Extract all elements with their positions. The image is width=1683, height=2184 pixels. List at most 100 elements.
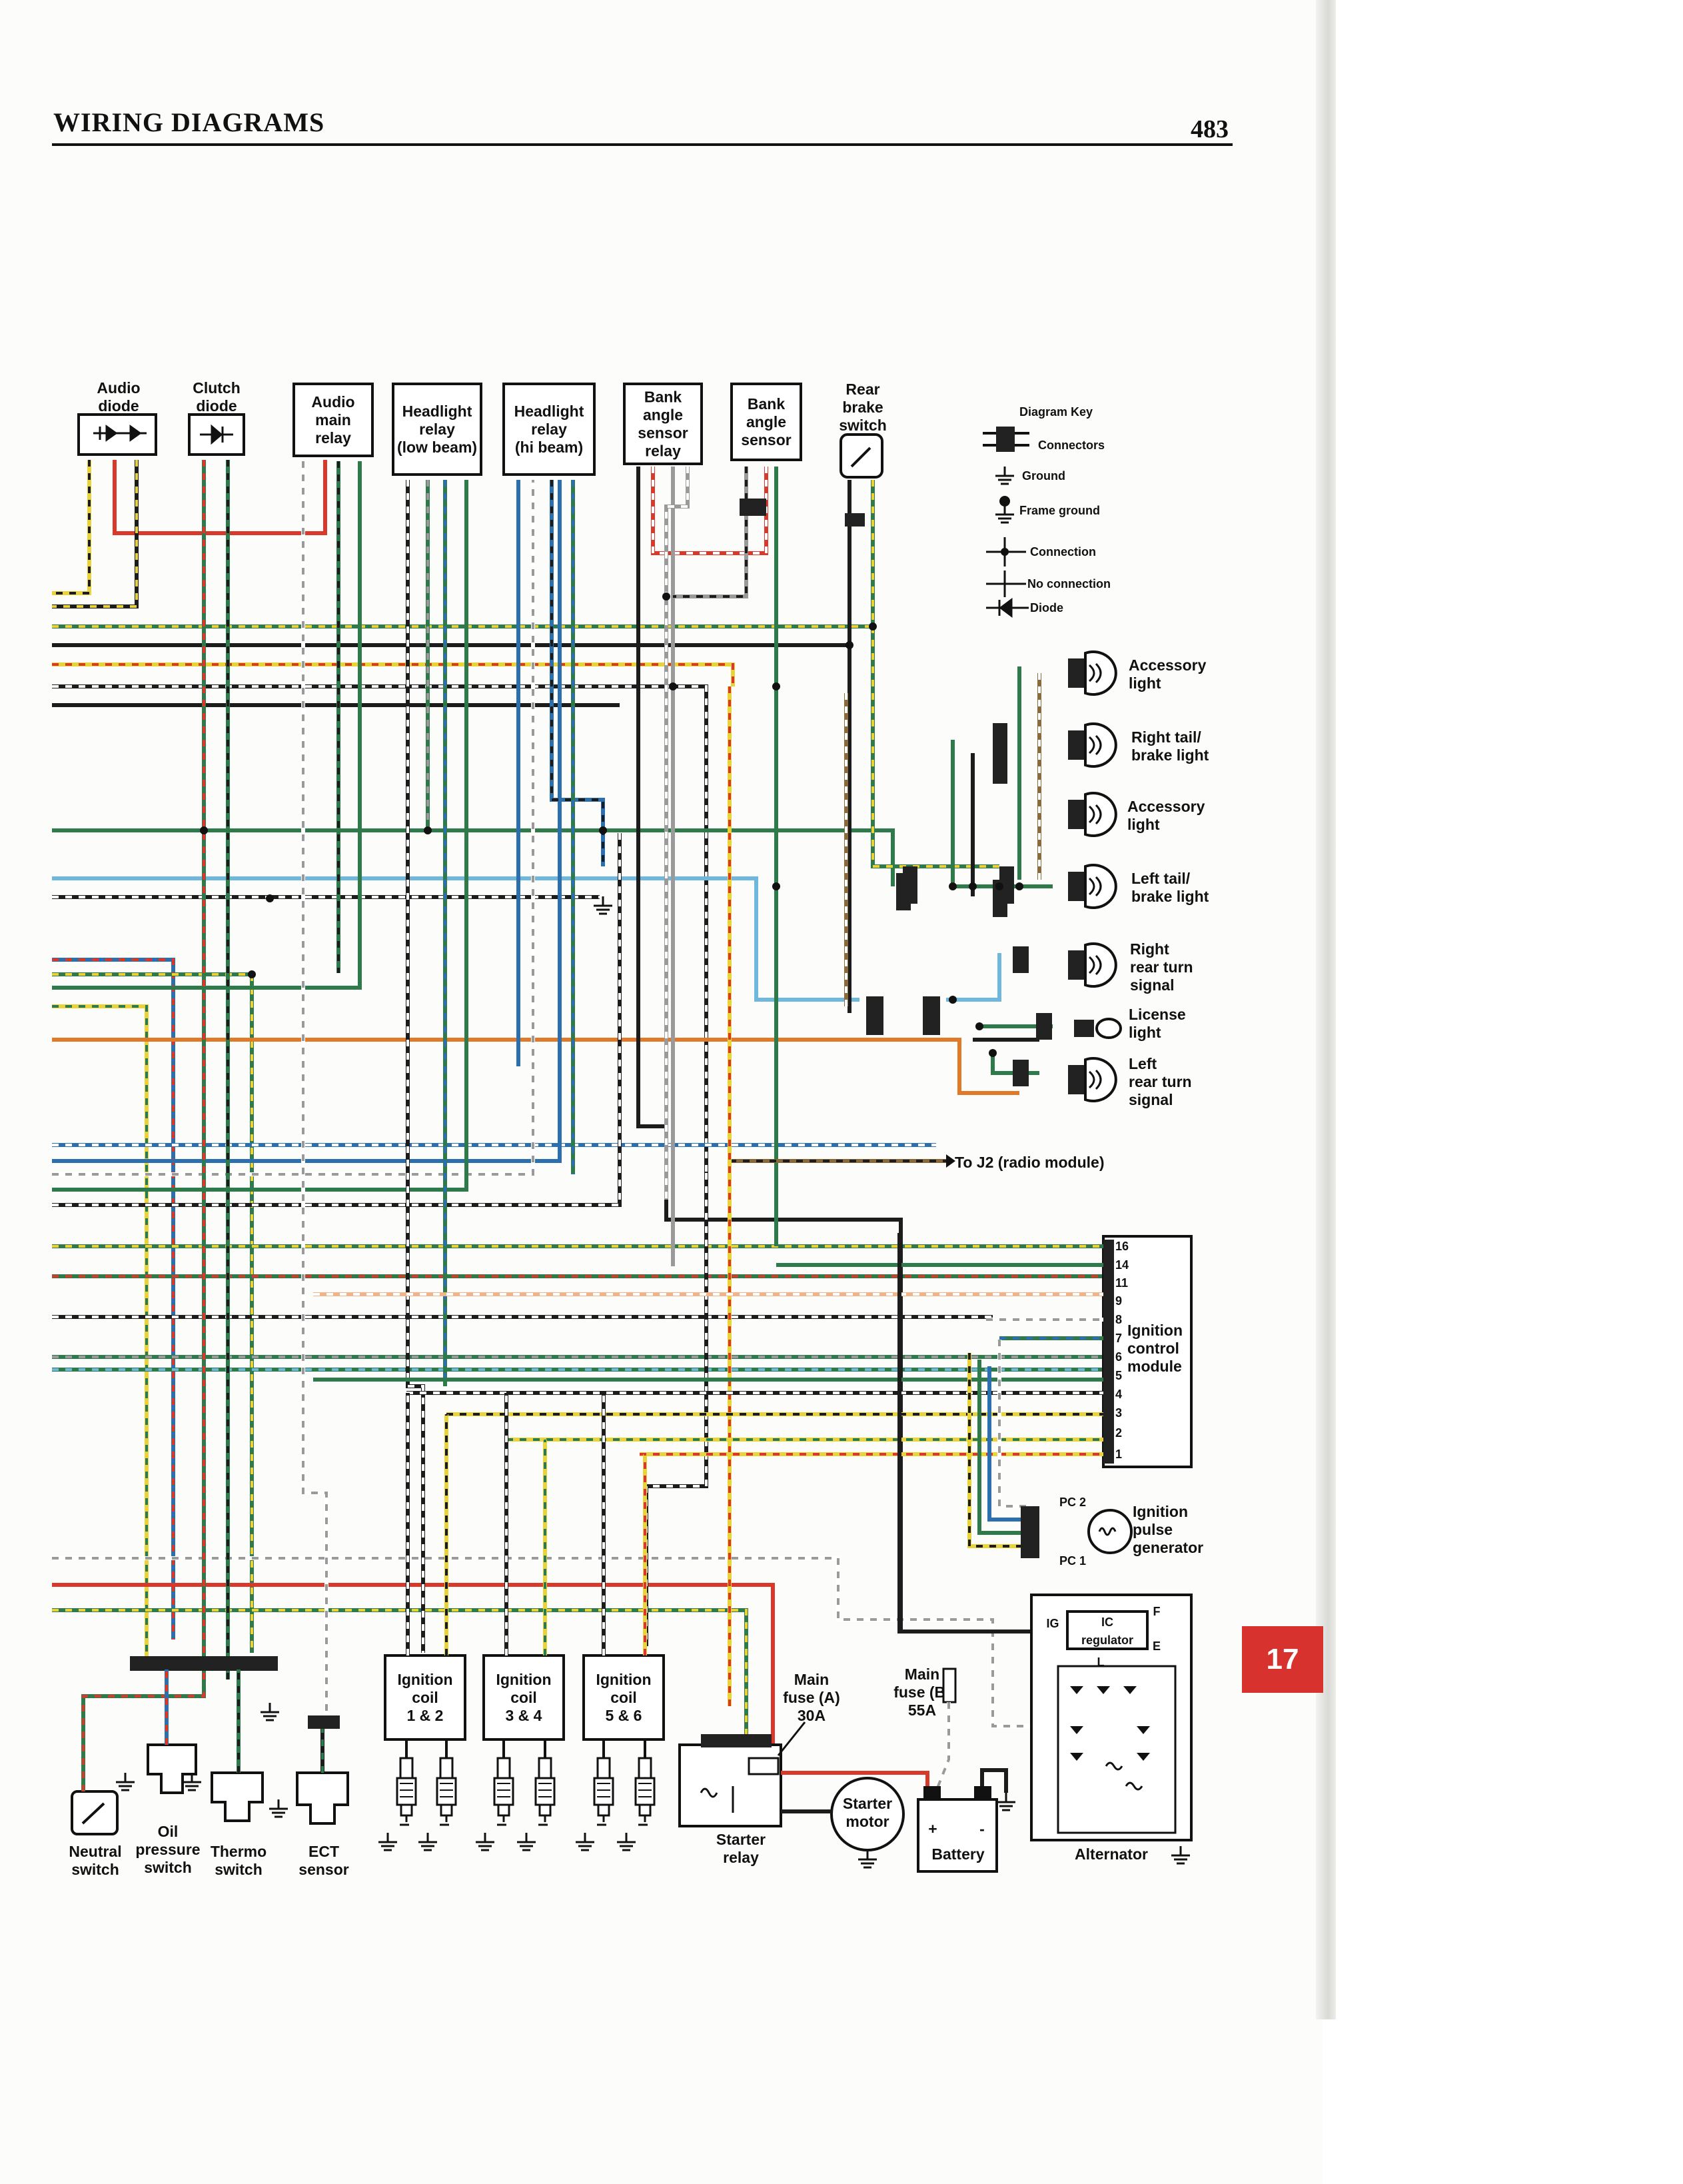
license-connector <box>1036 1013 1052 1040</box>
fuse-a-icon <box>748 1757 780 1775</box>
left-turn-signal-icon <box>1068 1057 1117 1102</box>
icm-pin-2: 2 <box>1115 1426 1122 1440</box>
key-diode-icon <box>986 598 1029 618</box>
left-tail-light-label: Left tail/brake light <box>1131 870 1209 905</box>
junction-dot-2 <box>266 894 274 902</box>
key-connection-icon <box>1001 548 1009 556</box>
lower-connector-bar <box>130 1656 278 1671</box>
junction-dot-17 <box>989 1049 997 1057</box>
right-tail-light-icon <box>1068 722 1117 768</box>
plug-ground-icon-1 <box>378 1833 397 1851</box>
rectifier-outline <box>1057 1665 1177 1834</box>
starter-ground-icon <box>858 1850 877 1869</box>
relay-coil-icon <box>700 1786 734 1813</box>
clutch-diode-icon <box>200 424 233 445</box>
junction-dot-7 <box>772 682 780 690</box>
plug-ground-icon-3 <box>476 1833 494 1851</box>
license-light-socket <box>1074 1020 1094 1037</box>
plug-ground-icon-5 <box>576 1833 594 1851</box>
rectifier-diode-icon-2 <box>1123 1686 1137 1694</box>
plug-ground-icon-4 <box>517 1833 536 1851</box>
ignition-coil-56-box <box>582 1654 665 1741</box>
page-number: 483 <box>1191 115 1229 143</box>
key-frame-ground-icon <box>999 496 1010 507</box>
bank-sensor-connector <box>740 499 766 516</box>
light-connector-4 <box>896 873 911 910</box>
to-j2-label: To J2 (radio module) <box>955 1154 1104 1171</box>
ignition-coil-12-box <box>384 1654 466 1741</box>
audio-diode-box <box>77 413 157 456</box>
battery-terminal-plus <box>923 1786 941 1799</box>
battery-label: Battery <box>931 1845 984 1863</box>
bus-wire-10 <box>52 972 254 1653</box>
bank-angle-sensor-box <box>730 383 802 461</box>
brake-connector <box>845 513 865 527</box>
right-turn-signal-icon <box>1068 942 1117 988</box>
icm-pin-7: 7 <box>1115 1332 1122 1345</box>
audio-relay-lead-1 <box>301 461 328 1719</box>
junction-dot-9 <box>869 622 877 630</box>
icm-ground <box>897 1233 1039 1634</box>
spark-plug-icon-3 <box>493 1757 514 1826</box>
center-vert-1 <box>644 1173 708 1646</box>
bus-wire-9 <box>52 958 175 1639</box>
audio-main-relay-box <box>292 383 374 457</box>
oil-ground-icon <box>183 1773 201 1791</box>
right-turn-connector <box>1013 946 1029 973</box>
bus-wire-13 <box>52 1038 1019 1095</box>
battery-ground-icon <box>997 1793 1015 1811</box>
rectifier-diode-icon-5 <box>1070 1753 1083 1761</box>
spark-plug-icon-2 <box>436 1757 457 1826</box>
icm-pin-8: 8 <box>1115 1313 1122 1326</box>
junction-dot-1 <box>200 826 208 834</box>
alt-f: F <box>1153 1605 1161 1618</box>
upper-ground-icon <box>261 1703 279 1721</box>
fuse-a-leader <box>777 1721 806 1756</box>
hl-low-lead-1 <box>406 480 425 1653</box>
rectifier-diode-icon-6 <box>1137 1753 1150 1761</box>
bank-sensor-lead-1 <box>673 467 748 598</box>
ground-icon <box>995 505 1014 524</box>
key-frame-ground: Frame ground <box>1019 504 1100 517</box>
audio-diode-lead-2 <box>113 460 327 535</box>
icm-pin-11: 11 <box>1115 1276 1128 1290</box>
thermo-ground-icon <box>269 1799 288 1818</box>
icm-loop-3 <box>987 1366 1033 1522</box>
icm-pin-5: 5 <box>1115 1369 1122 1382</box>
key-connection: Connection <box>1030 545 1096 558</box>
starter-relay-box <box>678 1743 782 1827</box>
icm-box <box>1102 1235 1193 1468</box>
battery-minus: - <box>979 1820 985 1837</box>
pulse-connector <box>1021 1506 1039 1558</box>
icm-loop-1 <box>967 1353 1033 1548</box>
headlight-relay-hi-box <box>502 383 596 476</box>
bank-relay-lead-1 <box>636 467 903 1633</box>
light-connector-5 <box>999 866 1014 904</box>
junction-dot-0 <box>248 970 256 978</box>
thermo-switch-icon <box>211 1771 264 1822</box>
key-no-connection: No connection <box>1027 577 1111 590</box>
plug-ground-icon-6 <box>617 1833 636 1851</box>
bus-wire-15 <box>52 480 562 1163</box>
spark-plug-icon-4 <box>534 1757 556 1826</box>
to-j2-arrow-icon <box>946 1154 955 1168</box>
rectifier-diode-icon-3 <box>1070 1726 1083 1734</box>
junction-dot-6 <box>669 682 677 690</box>
bank-angle-sensor-relay-box <box>623 383 703 465</box>
tail-ground-icon <box>594 896 612 915</box>
stator-coil-icon <box>1105 1761 1143 1791</box>
junction-dot-15 <box>949 996 957 1004</box>
alternator-label: Alternator <box>1075 1845 1148 1863</box>
